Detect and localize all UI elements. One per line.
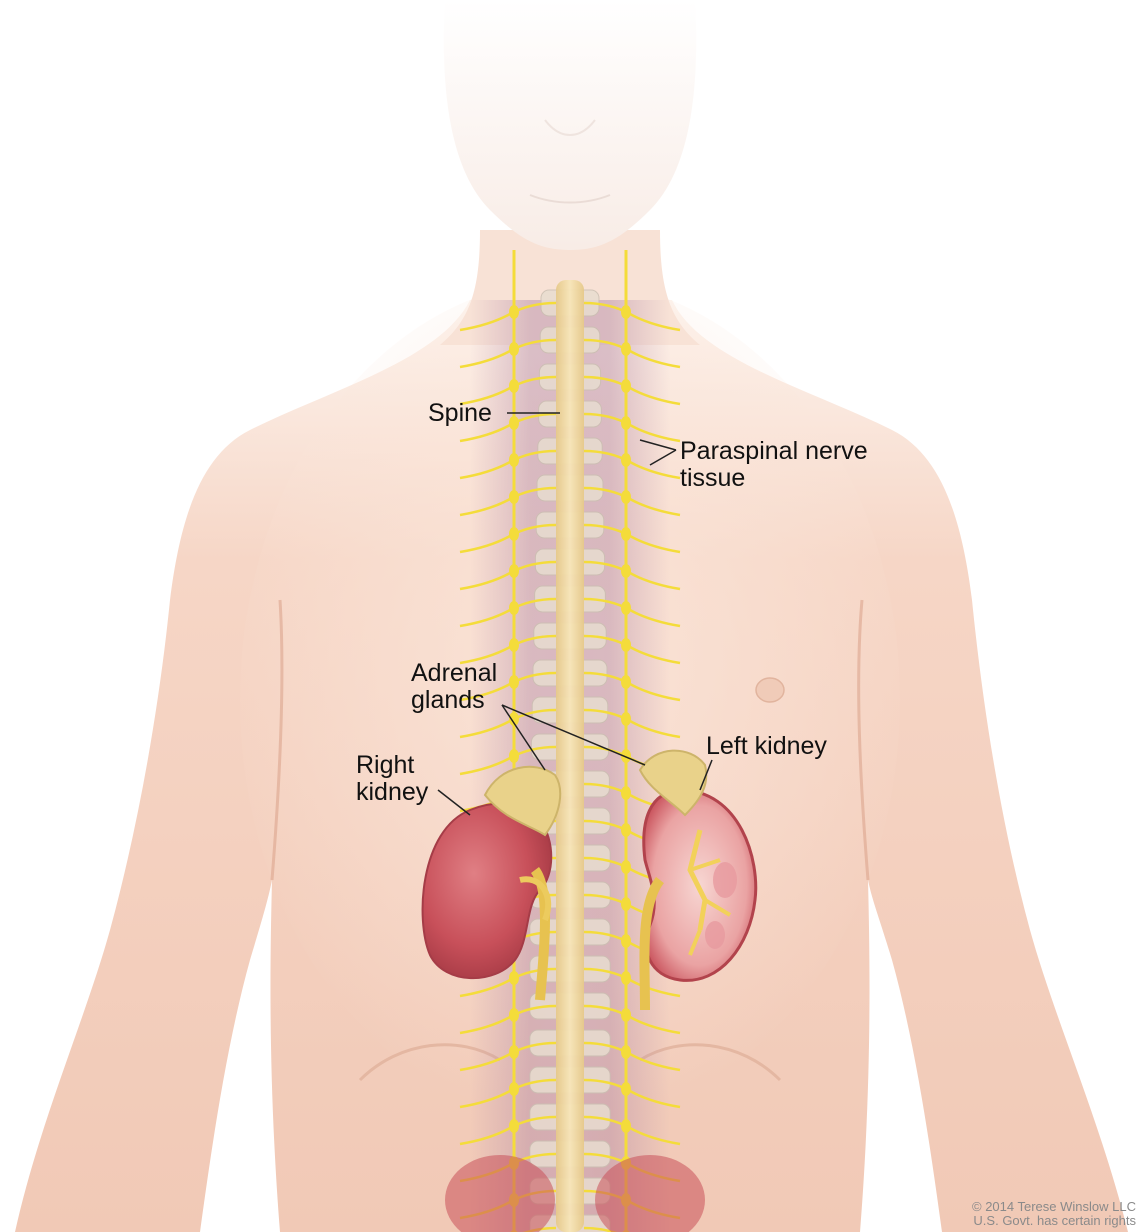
spinal-cord bbox=[556, 280, 584, 1232]
label-spine: Spine bbox=[428, 400, 492, 427]
label-right-kidney: Right kidney bbox=[356, 752, 428, 806]
label-adrenal-glands: Adrenal glands bbox=[411, 660, 497, 714]
nipple bbox=[756, 678, 784, 702]
label-paraspinal-nerve-tissue: Paraspinal nerve tissue bbox=[680, 438, 868, 492]
copyright-credit: © 2014 Terese Winslow LLC U.S. Govt. has… bbox=[972, 1200, 1136, 1228]
label-left-kidney: Left kidney bbox=[706, 733, 827, 760]
head bbox=[444, 0, 696, 250]
